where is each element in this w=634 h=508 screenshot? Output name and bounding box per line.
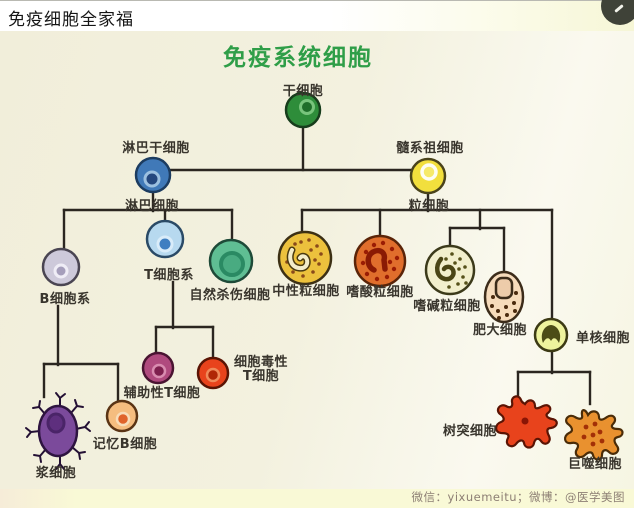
bottom-strip (0, 489, 634, 508)
cytotoxic-t-label: 细胞毒性T细胞 (233, 355, 288, 385)
memory-b-label: 记忆B细胞 (92, 437, 158, 452)
helper-t-cell-glyph (141, 351, 175, 385)
neutrophil-glyph (277, 230, 333, 286)
myeloid-progenitor-glyph (409, 157, 447, 195)
mast-cell-glyph (483, 270, 525, 324)
t-cell-line-glyph (145, 219, 185, 259)
lymphoid-stem-cell-glyph (134, 156, 172, 194)
macrophage-label: 巨噬细胞 (567, 457, 623, 472)
stem-cell-glyph (284, 91, 322, 129)
eosinophil-glyph (353, 234, 407, 288)
basophil-glyph (424, 244, 476, 296)
basophil-label: 嗜碱粒细胞 (413, 299, 481, 314)
lymphoid-stem-label: 淋巴干细胞 (122, 141, 190, 156)
tree-connector-lines (42, 125, 592, 406)
plasma-cell-label: 浆细胞 (35, 466, 77, 481)
diagram-title: 免疫系统细胞 (223, 45, 373, 71)
nk-cell-label: 自然杀伤细胞 (189, 288, 271, 303)
footer-credit: 微信：yixuemeitu；微博：@医学美图 (411, 490, 625, 504)
neutrophil-label: 中性粒细胞 (272, 284, 340, 299)
monocyte-label: 单核细胞 (576, 331, 631, 346)
monocyte-glyph (533, 317, 569, 353)
eosinophil-label: 嗜酸粒细胞 (346, 285, 414, 300)
myeloid-progenitor-label: 髓系祖细胞 (396, 141, 464, 156)
t-cell-line-label: T细胞系 (144, 268, 194, 283)
b-cell-line-label: B细胞系 (39, 292, 91, 307)
plasma-cell-glyph (25, 392, 91, 470)
macrophage-glyph (564, 409, 624, 461)
helper-t-label: 辅助性T细胞 (123, 386, 201, 401)
page-title: 免疫细胞全家福 (8, 10, 134, 30)
dendritic-cell-glyph (495, 395, 558, 449)
granulocyte-label: 粒细胞 (408, 199, 450, 214)
memory-b-cell-glyph (105, 399, 139, 433)
nk-cell-glyph (208, 238, 254, 284)
mast-cell-label: 肥大细胞 (472, 323, 528, 338)
b-cell-line-glyph (41, 247, 81, 287)
page-header: 免疫细胞全家福 (0, 0, 634, 31)
lymphocyte-label: 淋巴细胞 (124, 199, 180, 214)
stem-cell-label: 干细胞 (282, 84, 324, 99)
dendritic-cell-label: 树突细胞 (442, 424, 498, 439)
cytotoxic-t-cell-glyph (196, 356, 230, 390)
